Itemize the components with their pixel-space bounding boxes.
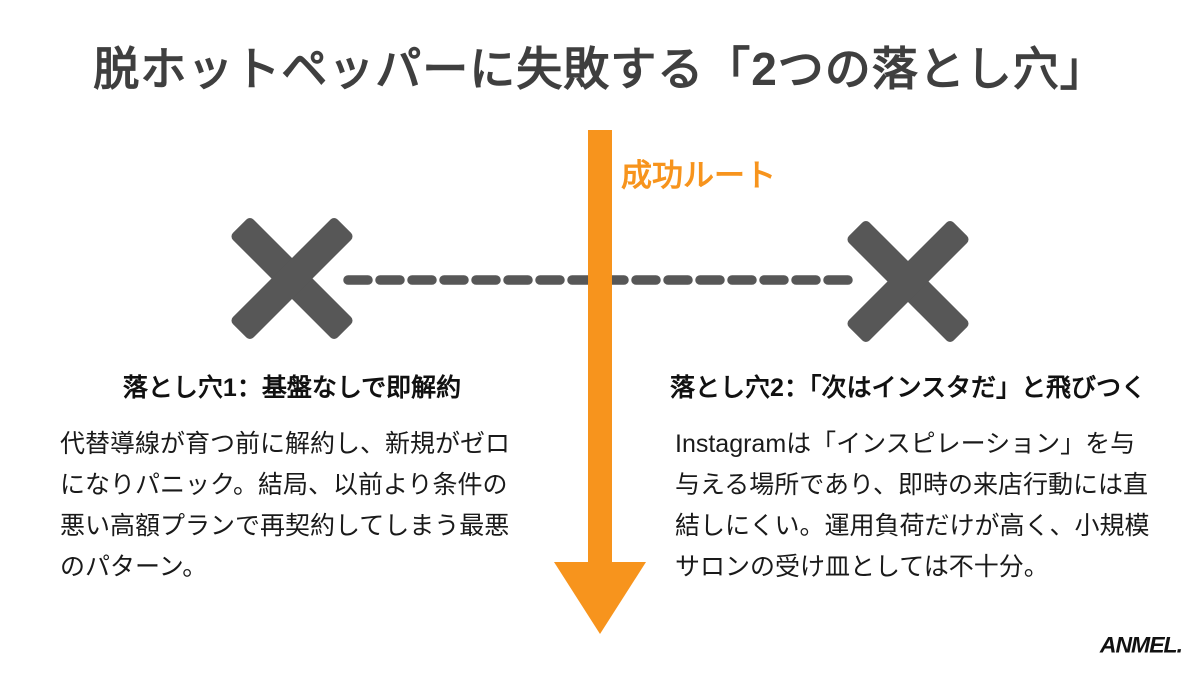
anmel-logo: ANMEL. bbox=[1099, 632, 1183, 658]
pitfall-2-body: Instagramは「インスピレーション」を与 与える場所であり、即時の来店行動… bbox=[675, 430, 1150, 581]
slide-title: 脱ホットペッパーに失敗する「2つの落とし穴」 bbox=[93, 43, 1107, 95]
success-arrow-head-icon bbox=[554, 562, 646, 634]
pitfall-2-heading: 落とし穴2：「次はインスタだ」と飛びつく bbox=[670, 374, 1146, 402]
x-mark-right-icon bbox=[845, 218, 971, 344]
success-route-label: 成功ルート bbox=[621, 158, 776, 193]
success-arrow-shaft bbox=[588, 130, 612, 568]
pitfall-1-body: 代替導線が育つ前に解約し、新規がゼロ になりパニック。結局、以前より条件の 悪い… bbox=[60, 430, 511, 581]
x-mark-left-icon bbox=[229, 215, 355, 341]
pitfall-1-heading: 落とし穴1：基盤なしで即解約 bbox=[122, 374, 462, 402]
